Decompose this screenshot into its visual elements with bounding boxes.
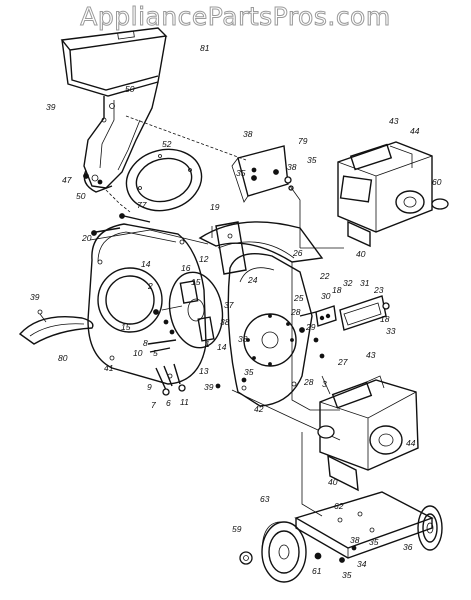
part-label-38c: 38 [220,317,230,327]
part-label-62: 62 [334,501,344,511]
part-label-32: 32 [343,278,353,288]
part-label-44b: 44 [406,438,416,448]
part-label-18a: 18 [332,285,342,295]
part-label-1: 1 [205,339,210,349]
part-label-10: 10 [133,348,143,358]
axle-caps [239,551,322,565]
part-label-41: 41 [104,363,114,373]
part-label-28a: 28 [290,307,301,317]
part-label-35a: 35 [236,168,246,178]
engine-upper [337,141,449,248]
part-label-40a: 40 [356,249,366,259]
part-label-38d: 38 [238,334,248,344]
part-label-28b: 28 [303,377,314,387]
part-label-35d: 35 [369,537,379,547]
engine-lower [317,375,419,492]
fastener-hardware [83,167,257,389]
part-label-14a: 14 [141,259,151,269]
ring-plate [125,148,203,212]
frame-base [294,491,434,563]
part-label-5: 5 [153,348,158,358]
part-label-60: 60 [432,177,442,187]
part-label-35e: 35 [342,570,352,580]
part-label-3: 3 [322,379,327,389]
upper-shroud [198,221,324,275]
part-label-15a: 15 [191,277,201,287]
part-label-35b: 35 [307,155,317,165]
part-label-34: 34 [357,559,367,569]
part-label-19: 19 [210,202,220,212]
part-label-59: 59 [232,524,242,534]
part-label-38a: 38 [243,129,253,139]
wheel-right [417,505,443,551]
part-label-81: 81 [200,43,210,53]
part-label-22: 22 [319,271,330,281]
part-label-25: 25 [293,293,304,303]
guard-bracket [231,145,294,203]
part-label-43a: 43 [389,116,399,126]
discharge-cover [299,295,390,359]
part-label-7: 7 [151,400,156,410]
part-label-50b: 50 [76,191,86,201]
part-label-36: 36 [403,542,413,552]
part-label-40b: 40 [328,477,338,487]
part-label-33: 33 [386,326,396,336]
part-label-50a: 50 [125,84,135,94]
rear-housing [227,253,313,407]
part-label-44a: 44 [410,126,420,136]
part-label-30: 30 [321,291,331,301]
part-label-52: 52 [162,139,172,149]
part-label-9: 9 [147,382,152,392]
part-label-63: 63 [260,494,270,504]
part-label-37: 37 [224,300,234,310]
part-label-61: 61 [312,566,322,576]
part-label-38e: 38 [350,535,360,545]
part-label-2: 2 [147,281,153,291]
part-label-31: 31 [360,278,370,288]
part-label-26: 26 [292,248,303,258]
part-label-6: 6 [166,398,171,408]
part-label-35c: 35 [244,367,254,377]
part-label-11: 11 [180,397,189,407]
wheel-left [261,521,307,583]
part-label-13: 13 [199,366,209,376]
part-label-18b: 18 [380,314,390,324]
part-label-12: 12 [199,254,209,264]
part-label-16: 16 [181,263,191,273]
hopper-assembly [60,27,168,193]
part-label-80: 80 [58,353,68,363]
part-label-47: 47 [62,175,72,185]
part-label-38b: 38 [287,162,297,172]
part-label-77: 77 [137,200,147,210]
assembly-leader-lines [105,115,344,517]
part-label-20: 20 [81,233,92,243]
part-label-27: 27 [337,357,348,367]
watermark: AppliancePartsPros.com [80,2,391,32]
part-label-79: 79 [298,136,308,146]
part-label-39b: 39 [30,292,40,302]
part-label-8: 8 [143,338,148,348]
main-housing [87,223,209,385]
part-label-14b: 14 [217,342,227,352]
part-label-23: 23 [373,285,384,295]
part-label-15b: 15 [121,322,131,332]
part-number-labels: 8150395247507720387935383519264344604014… [30,43,442,580]
part-label-39c: 39 [204,382,214,392]
part-label-24: 24 [247,275,258,285]
side-deflector [18,309,94,345]
part-label-43b: 43 [366,350,376,360]
rotor-disc [147,271,224,396]
part-label-39a: 39 [46,102,56,112]
part-label-29: 29 [305,322,316,332]
part-label-42: 42 [254,404,264,414]
